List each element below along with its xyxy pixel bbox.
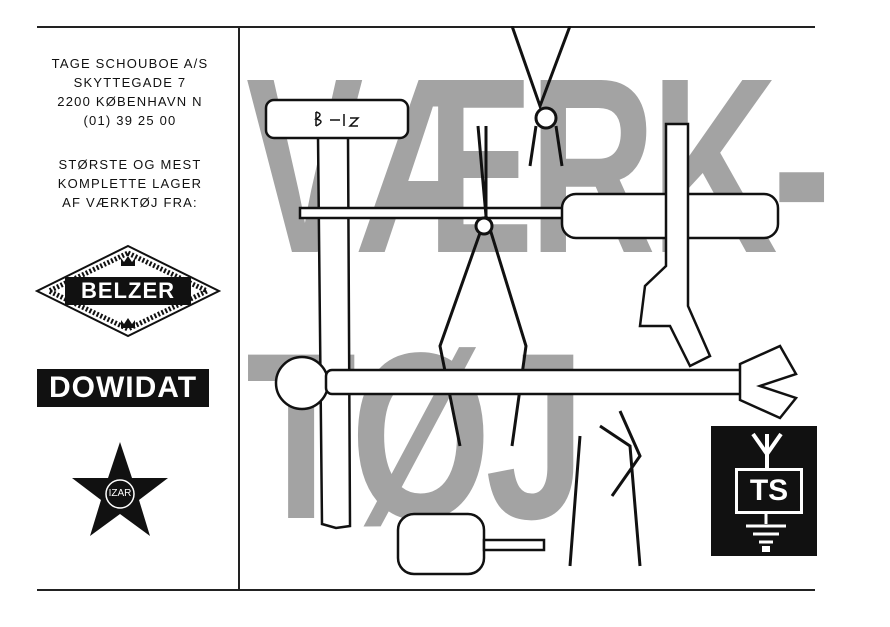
city: 2200 KØBENHAVN N xyxy=(57,94,203,109)
antenna-icon xyxy=(751,432,783,468)
crown-icon xyxy=(121,318,135,328)
small-screwdriver-icon xyxy=(396,512,546,576)
ts-label: TS xyxy=(735,468,803,514)
address-block: TAGE SCHOUBOE A/S SKYTTEGADE 7 2200 KØBE… xyxy=(30,54,230,130)
phone: (01) 39 25 00 xyxy=(83,113,177,128)
pliers-icon xyxy=(438,125,528,447)
hammer-icon xyxy=(264,98,410,530)
tagline-line: AF VÆRKTØJ FRA: xyxy=(62,195,198,210)
ground-icon xyxy=(746,514,786,552)
screwdriver-icon xyxy=(298,192,780,240)
izar-star-logo xyxy=(72,442,168,536)
izar-label: IZAR xyxy=(108,488,132,499)
belzer-label: BELZER xyxy=(81,278,175,303)
ts-logo: TS xyxy=(711,426,817,556)
cutting-pliers-icon xyxy=(510,26,572,167)
hammer-stamp-mark xyxy=(314,111,360,127)
company-name: TAGE SCHOUBOE A/S xyxy=(51,56,209,71)
combination-wrench-icon xyxy=(274,344,799,420)
top-rule xyxy=(37,26,815,28)
belzer-logo xyxy=(35,244,221,338)
tagline: STØRSTE OG MEST KOMPLETTE LAGER AF VÆRKT… xyxy=(30,155,230,212)
tagline-line: STØRSTE OG MEST xyxy=(58,157,202,172)
tools-illustration xyxy=(264,26,799,576)
bottom-rule xyxy=(37,589,815,591)
dowidat-logo: DOWIDAT xyxy=(37,369,209,407)
crown-icon xyxy=(121,256,135,266)
adjustable-wrench-icon xyxy=(638,122,712,368)
street: SKYTTEGADE 7 xyxy=(73,75,187,90)
column-divider xyxy=(238,26,240,590)
water-pump-pliers-icon xyxy=(568,410,642,567)
tagline-line: KOMPLETTE LAGER xyxy=(57,176,203,191)
